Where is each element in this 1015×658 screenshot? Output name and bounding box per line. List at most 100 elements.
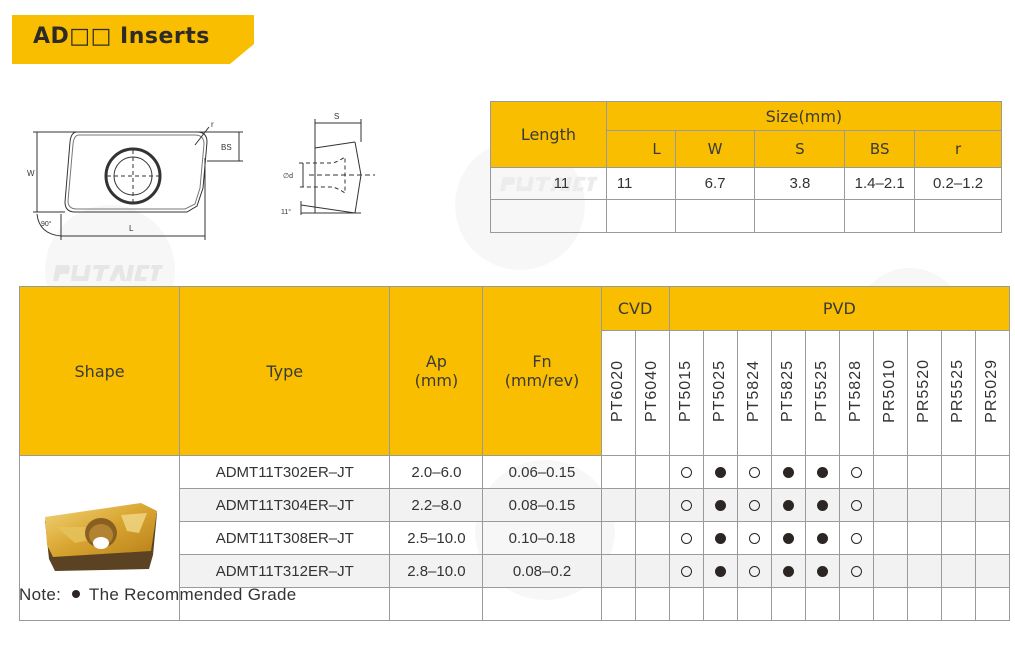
shape-image-cell [18,455,181,621]
recommended-dot-icon [782,467,794,479]
header-fn-unit: (mm/rev) [504,371,580,390]
size-col-r: r [914,130,1002,168]
size-w-value: 6.7 [674,167,756,200]
grade-cell [668,455,704,489]
grade-cell [600,488,636,522]
grade-label: PT5825 [779,359,797,423]
size-s-value: 3.8 [754,167,846,200]
grade-column-header: PR5520 [906,330,942,456]
applicable-circle-icon [850,533,862,545]
grade-cell [634,521,670,555]
size-table: Length Size(mm) L W S BS r 11 11 [490,101,1003,233]
applicable-circle-icon [748,566,760,578]
grade-label: PR5029 [983,359,1001,423]
header-ap-label: Ap [425,352,447,371]
applicable-circle-icon [748,533,760,545]
empty-cell [906,587,942,621]
grade-cell [736,554,772,588]
watermark-logo [53,265,163,281]
grade-label: PT5025 [711,359,729,423]
empty-cell [844,199,916,233]
empty-cell [940,587,976,621]
recommended-dot-icon [714,533,726,545]
grade-cell [838,554,874,588]
grade-label: PT5824 [745,359,763,423]
size-col-w: W [674,130,756,168]
inserts-table: Shape Type Ap (mm) Fn (mm/rev) CVD PVD P… [18,286,1011,621]
grade-column-header: PT5824 [736,330,772,456]
length-header: Length [490,101,607,168]
grade-cell [634,488,670,522]
header-pvd: PVD [668,286,1011,331]
grade-cell [906,488,942,522]
grade-column-header: PT5825 [770,330,806,456]
empty-cell [804,587,840,621]
applicable-circle-icon [850,566,862,578]
empty-cell [600,587,636,621]
ap-cell: 2.8–10.0 [389,554,484,588]
grade-cell [872,554,908,588]
note-prefix: Note: [19,585,62,604]
empty-cell [974,587,1011,621]
empty-cell [179,587,391,621]
recommended-dot-icon [714,500,726,512]
empty-cell [702,587,738,621]
grade-cell [702,554,738,588]
grade-cell [838,488,874,522]
grade-column-header: PR5525 [940,330,976,456]
grade-cell [974,521,1011,555]
grade-column-header: PR5029 [974,330,1011,456]
insert-side-view-drawing: S ∅d 11° [281,112,375,216]
dim-label-r: r [211,120,214,129]
grade-column-header: PT5015 [668,330,704,456]
note-text: The Recommended Grade [88,585,297,604]
grade-cell [804,455,840,489]
recommended-dot-icon [714,467,726,479]
grade-cell [906,554,942,588]
grade-cell [906,521,942,555]
fn-cell: 0.10–0.18 [482,521,602,555]
recommended-dot-icon [816,500,828,512]
type-cell: ADMT11T312ER–JT [179,554,391,588]
grade-label: PT6040 [643,359,661,423]
empty-cell [914,199,1002,233]
empty-cell [668,587,704,621]
grade-cell [940,521,976,555]
note: Note: The Recommended Grade [19,585,296,605]
grade-cell [770,455,806,489]
header-shape: Shape [18,286,181,456]
empty-cell [605,199,676,233]
grade-cell [872,521,908,555]
empty-cell [872,587,908,621]
dim-label-d: ∅d [283,173,293,180]
grade-cell [600,554,636,588]
dim-label-l: L [129,224,134,233]
grade-cell [974,488,1011,522]
grade-cell [940,455,976,489]
header-ap: Ap (mm) [389,286,484,456]
grade-label: PT6020 [609,359,627,423]
grade-label: PT5015 [677,359,695,423]
empty-cell [736,587,772,621]
grade-cell [940,488,976,522]
size-r-value: 0.2–1.2 [914,167,1002,200]
dim-label-bs: BS [221,143,232,152]
applicable-circle-icon [850,500,862,512]
recommended-dot-icon [72,590,81,599]
recommended-dot-icon [782,533,794,545]
grade-cell [668,521,704,555]
grade-label: PR5525 [949,359,967,423]
recommended-dot-icon [782,566,794,578]
fn-cell: 0.08–0.15 [482,488,602,522]
page-title: AD□□ Inserts [33,24,210,49]
watermark-logo [500,176,598,192]
dim-label-s: S [334,112,339,121]
empty-cell [482,587,602,621]
grade-cell [804,488,840,522]
grade-label: PR5520 [915,359,933,423]
applicable-circle-icon [680,467,692,479]
insert-photo [44,503,157,571]
